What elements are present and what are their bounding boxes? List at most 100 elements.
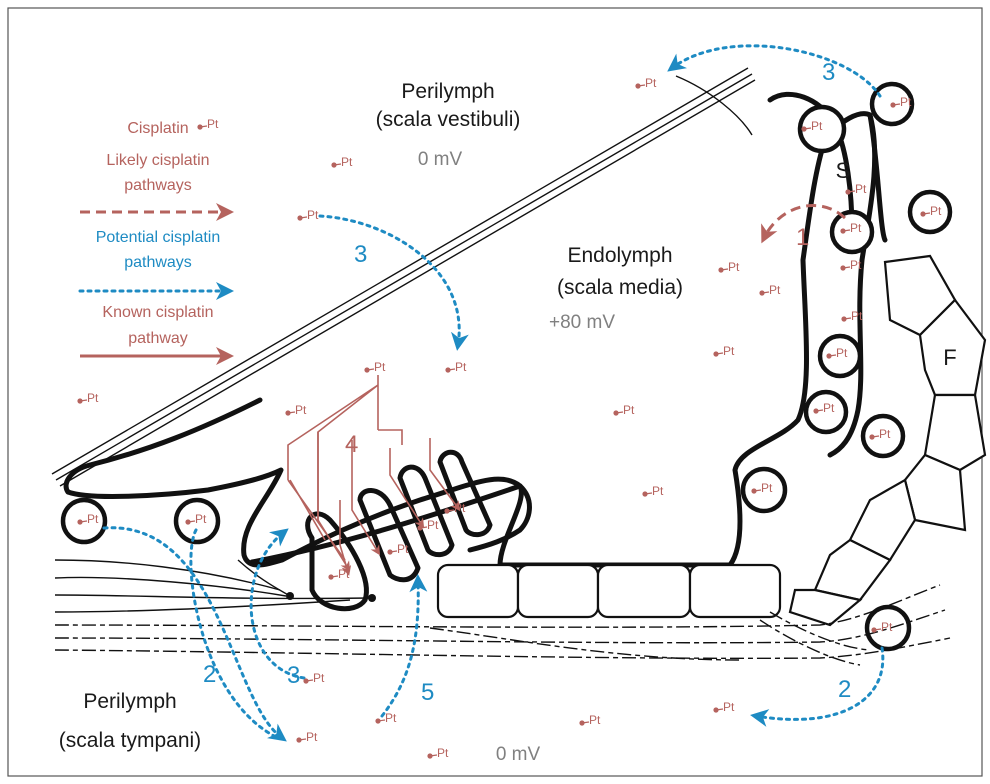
cisplatin-molecule-icon: Pt	[285, 403, 307, 417]
cisplatin-molecule-icon: Pt	[427, 746, 449, 760]
cisplatin-molecule-icon: Pt	[759, 283, 781, 297]
pt-label: Pt	[930, 204, 942, 218]
mv-tympani-label: 0 mV	[496, 744, 541, 765]
cisplatin-molecule-icon: Pt	[869, 427, 891, 441]
scala-media-label: (scala media)	[557, 276, 683, 299]
pt-label: Pt	[385, 711, 397, 725]
pt-label: Pt	[823, 401, 835, 415]
membrane-upper-curve	[676, 76, 752, 135]
pathway-number-3-top: 3	[822, 59, 835, 86]
cisplatin-molecule-icon: Pt	[920, 204, 942, 218]
cisplatin-molecule-icon: Pt	[713, 344, 735, 358]
pt-label: Pt	[850, 258, 862, 272]
pathway-number-5: 5	[421, 679, 434, 706]
cisplatin-molecule-icon: Pt	[613, 403, 635, 417]
legend-cisplatin: Cisplatin	[127, 120, 188, 137]
legend-known-line2: pathway	[128, 330, 188, 347]
pt-label: Pt	[728, 260, 740, 274]
pt-label: Pt	[87, 512, 99, 526]
pt-label: Pt	[836, 346, 848, 360]
legend-known-line1: Known cisplatin	[102, 304, 213, 321]
fibrocyte-f-label: F	[943, 345, 956, 370]
stria-s-label: S	[836, 158, 851, 183]
cisplatin-molecule-icon: Pt	[77, 391, 99, 405]
scala-vestibuli-label: (scala vestibuli)	[376, 108, 521, 131]
cisplatin-molecule-icon: Pt	[871, 620, 893, 634]
pt-label: Pt	[207, 117, 219, 131]
pt-label: Pt	[723, 700, 735, 714]
pt-label: Pt	[306, 730, 318, 744]
pathway-number-2-right: 2	[838, 676, 851, 703]
cisplatin-molecule-icon: Pt	[303, 671, 325, 685]
pt-label: Pt	[589, 713, 601, 727]
legend-potential-line1: Potential cisplatin	[96, 229, 221, 246]
cisplatin-molecule-icon: Pt	[296, 730, 318, 744]
cisplatin-molecule-icon: Pt	[364, 360, 386, 374]
cisplatin-molecule-icon: Pt	[77, 512, 99, 526]
pt-label: Pt	[195, 512, 207, 526]
pt-label: Pt	[850, 221, 862, 235]
pt-label: Pt	[455, 360, 467, 374]
pt-label: Pt	[313, 671, 325, 685]
pt-label: Pt	[900, 95, 912, 109]
pt-label: Pt	[427, 518, 439, 532]
cisplatin-molecule-icon: Pt	[713, 700, 735, 714]
pathway-number-3-middle: 3	[354, 241, 367, 268]
legend-likely-line1: Likely cisplatin	[106, 152, 209, 169]
legend-likely-line2: pathways	[124, 177, 192, 194]
cisplatin-molecule-icon: Pt	[635, 76, 657, 90]
cisplatin-molecule-icon: Pt	[841, 309, 863, 323]
cisplatin-molecule-icon: Pt	[185, 512, 207, 526]
mv-vestibuli-label: 0 mV	[418, 149, 463, 170]
cisplatin-molecule-icon: Pt	[751, 481, 773, 495]
pathway-3-middle-arrow	[320, 216, 459, 345]
endolymph-label: Endolymph	[567, 244, 672, 267]
cisplatin-molecule-icon: Pt	[445, 360, 467, 374]
claudius-cells-row	[438, 565, 780, 617]
pt-label: Pt	[338, 567, 350, 581]
scala-tympani-label: (scala tympani)	[59, 729, 201, 752]
cisplatin-molecule-icon: Pt	[375, 711, 397, 725]
pt-label: Pt	[623, 403, 635, 417]
pathway-3-top-arrow	[672, 46, 880, 96]
pt-label: Pt	[855, 182, 867, 196]
pathway-5-arrow	[382, 580, 418, 716]
pathway-number-1: 1	[796, 224, 809, 251]
pt-label: Pt	[645, 76, 657, 90]
pathway-number-3-bottom: 3	[287, 662, 300, 689]
cisplatin-molecule-icon: Pt	[890, 95, 912, 109]
cisplatin-molecule-icon: Pt	[840, 258, 862, 272]
pt-label: Pt	[437, 746, 449, 760]
cisplatin-molecule-icon: Pt	[718, 260, 740, 274]
legend-potential-line2: pathways	[124, 254, 192, 271]
pathway-number-4: 4	[345, 431, 358, 458]
cisplatin-molecule-icon: Pt	[642, 484, 664, 498]
pt-label: Pt	[454, 501, 466, 515]
cisplatin-molecule-icon: Pt	[331, 155, 353, 169]
pt-label: Pt	[374, 360, 386, 374]
pathway-number-2-left: 2	[203, 661, 216, 688]
spiral-limbus	[66, 400, 260, 492]
mv-media-label: +80 mV	[549, 312, 615, 333]
pt-label: Pt	[295, 403, 307, 417]
pt-label: Pt	[881, 620, 893, 634]
cisplatin-molecule-icon: Pt	[328, 567, 350, 581]
pt-label: Pt	[769, 283, 781, 297]
pt-label: Pt	[811, 119, 823, 133]
pt-label: Pt	[397, 542, 409, 556]
pt-label: Pt	[761, 481, 773, 495]
perilymph-bottom-label: Perilymph	[83, 690, 176, 713]
pt-label: Pt	[652, 484, 664, 498]
cisplatin-molecule-icon: Pt	[579, 713, 601, 727]
perilymph-top-label: Perilymph	[401, 80, 494, 103]
legend: Cisplatin Likely cisplatin pathways Pote…	[96, 120, 221, 347]
pt-label: Pt	[851, 309, 863, 323]
cisplatin-molecule-icon: Pt	[297, 208, 319, 222]
pt-label: Pt	[879, 427, 891, 441]
pt-label: Pt	[341, 155, 353, 169]
cisplatin-molecule-icon: Pt	[197, 117, 219, 131]
pt-label: Pt	[723, 344, 735, 358]
cisplatin-molecule-icon: Pt	[387, 542, 409, 556]
